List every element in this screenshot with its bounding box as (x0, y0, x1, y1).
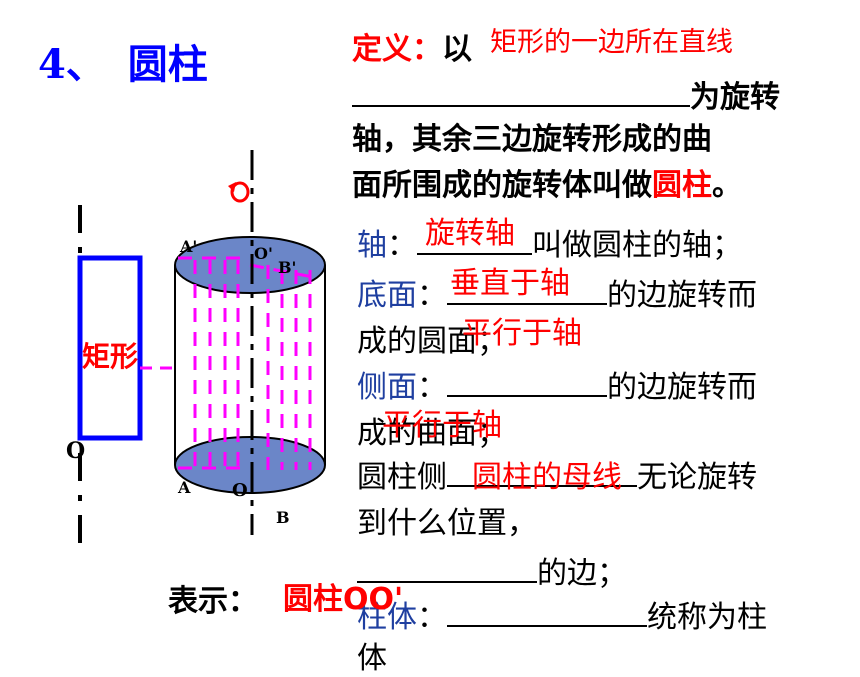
definition-line3-text: 面所围成的旋转体叫做 (352, 168, 652, 203)
generatrix-blank-2 (357, 551, 537, 583)
point-A-top: A' (180, 237, 198, 256)
side-answer-above: 平行于轴 (462, 316, 582, 351)
definition-answer: 矩形的一边所在直线 (490, 27, 733, 58)
base-colon: ： (417, 278, 447, 313)
pink-trace-lines (178, 256, 319, 470)
definition-period: 。 (712, 168, 742, 203)
point-O-left: O (66, 438, 86, 464)
axis-blank (417, 223, 532, 255)
generatrix-line-2: 到什么位置， (357, 506, 537, 541)
generatrix-start: 圆柱侧 (357, 460, 447, 495)
base-label: 底面 (357, 278, 417, 313)
definition-line1-end: 为旋转 (690, 80, 780, 115)
generatrix-answer: 圆柱的母线 (472, 460, 622, 495)
definition-start: 以 (442, 32, 472, 67)
generatrix-line3-text: 的边； (537, 556, 627, 591)
definition-label: 定义： (352, 32, 442, 67)
cylinder-body (175, 265, 325, 465)
point-O-top: O' (254, 244, 273, 263)
side-line-2: 成的曲面； (357, 416, 507, 451)
rect-label: 矩形 (82, 340, 139, 373)
definition-blank (352, 75, 690, 107)
side-label: 侧面 (357, 370, 417, 405)
generatrix-blank (447, 455, 637, 487)
cylinder-figure (77, 150, 326, 545)
side-blank (447, 365, 607, 397)
axis-rest: 叫做圆柱的轴； (532, 228, 742, 263)
axis-colon: ： (387, 228, 417, 263)
generating-rectangle (77, 255, 143, 441)
base-rest: 的边旋转而 (607, 278, 757, 313)
base-line-2: 成的圆面； (357, 324, 507, 359)
side-colon: ： (417, 370, 447, 405)
side-answer-below: 平行于轴 (382, 408, 502, 443)
axis-label: 轴 (357, 228, 387, 263)
axis-line: 轴： 叫做圆柱的轴； (357, 220, 742, 264)
point-O-bottom: O (232, 480, 248, 501)
generatrix-end: 无论旋转 (637, 460, 757, 495)
bottom-base-ellipse (174, 436, 326, 494)
notation-label: 表示： (168, 584, 258, 619)
cylinder-body-blank (447, 595, 647, 627)
point-B-bottom: B (276, 508, 290, 527)
cylinder-body-line: 柱体： 统称为柱 (357, 592, 767, 636)
point-A-bottom: A (178, 478, 191, 497)
rotation-arrow-icon (230, 181, 250, 203)
cylinder-body-colon: ： (417, 600, 447, 635)
cylinder-body-cut: 体 (357, 641, 387, 676)
section-name: 圆柱 (127, 41, 208, 88)
section-number: 4、 (38, 41, 106, 88)
cylinder-body-rest: 统称为柱 (647, 600, 767, 635)
definition-line-3: 面所围成的旋转体叫做圆柱。 (352, 160, 742, 204)
notation-value: 圆柱OO' (283, 582, 404, 617)
definition-term: 圆柱 (652, 168, 712, 203)
generatrix-line: 圆柱侧 无论旋转 (357, 452, 757, 496)
axis-answer: 旋转轴 (425, 216, 515, 251)
base-blank (447, 273, 607, 305)
side-rest: 的边旋转而 (607, 370, 757, 405)
generatrix-line-3: 的边； (357, 548, 627, 592)
section-title: 4、 圆柱 (38, 32, 208, 90)
base-answer: 垂直于轴 (450, 266, 570, 301)
definition-line-1: 定义：以 (352, 24, 472, 68)
base-line: 底面： 的边旋转而 (357, 270, 757, 314)
cylinder-body-label: 柱体 (357, 600, 417, 635)
side-line: 侧面： 的边旋转而 (357, 362, 757, 406)
definition-line-1b: 为旋转 (352, 72, 780, 116)
point-B-top: B' (278, 258, 297, 277)
definition-line-2: 轴，其余三边旋转形成的曲 (352, 122, 712, 157)
